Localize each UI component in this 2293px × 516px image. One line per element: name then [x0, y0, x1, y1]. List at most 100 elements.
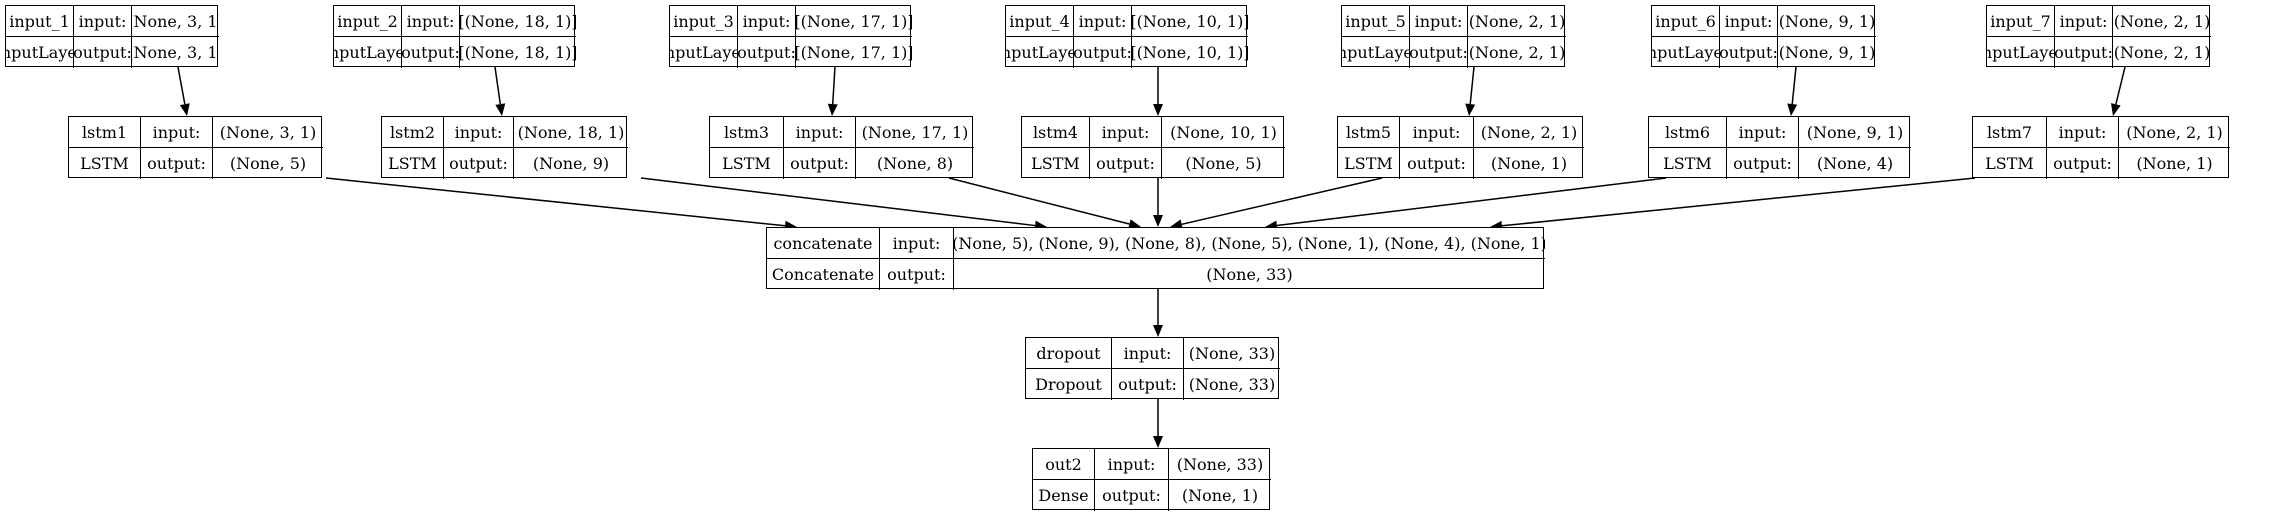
edge-input_6-to-lstm6 [1791, 66, 1797, 105]
edge-input_2-to-lstm2 [494, 66, 502, 105]
output-label: output: [1410, 37, 1468, 68]
arrowhead-icon [2110, 103, 2121, 116]
output-label: output: [1727, 148, 1799, 179]
output-label: output: [1090, 148, 1162, 179]
edge-lstm3-to-concatenate [948, 177, 1130, 225]
arrowhead-icon [1465, 103, 1476, 116]
arrowhead-icon [495, 103, 506, 116]
input-shape: (None, 9, 1) [1799, 117, 1911, 148]
output-shape: [(None, 17, 1)] [796, 43, 912, 62]
edge-lstm2-to-concatenate [640, 177, 1036, 227]
layer-name: lstm1 [69, 117, 141, 148]
edge-input_5-to-lstm5 [1469, 66, 1475, 105]
layer-name: lstm2 [382, 117, 444, 148]
output-shape: (None, 1) [2136, 154, 2213, 173]
layer-type: InputLayer [1006, 37, 1074, 68]
output-shape: (None, 33) [1188, 375, 1276, 394]
layer-name: input_6 [1652, 6, 1720, 37]
layer-name: lstm3 [710, 117, 784, 148]
layer-name: lstm4 [1022, 117, 1090, 148]
edge-input_1-to-lstm1 [177, 66, 186, 105]
input-shape: (None, 33) [1184, 338, 1280, 369]
layer-type: LSTM [1973, 148, 2047, 179]
input-shape: [(None, 10, 1)] [1132, 6, 1248, 37]
input-label: input: [141, 117, 213, 148]
layer-name: lstm6 [1649, 117, 1727, 148]
input-label: input: [402, 6, 460, 37]
input-shape: (None, 2, 1) [1474, 117, 1584, 148]
output-label: output: [738, 37, 796, 68]
arrowhead-icon [827, 103, 838, 116]
output-label: output: [784, 148, 856, 179]
edge-lstm6-to-concatenate [1276, 177, 1667, 227]
output-shape: (None, 1) [1181, 486, 1259, 505]
edge-input_3-to-lstm3 [831, 66, 836, 105]
input-shape: [(None, 17, 1)] [796, 6, 912, 37]
input-shape: [(None, 5), (None, 9), (None, 8), (None,… [954, 228, 1545, 259]
edge-lstm5-to-concatenate [1181, 177, 1383, 226]
output-label: output: [2047, 148, 2119, 179]
layer-type: LSTM [1338, 148, 1400, 179]
layer-name: input_3 [670, 6, 738, 37]
output-shape: (None, 1) [1490, 154, 1568, 173]
output-label: output: [880, 259, 954, 290]
output-shape: (None, 8) [876, 154, 954, 173]
input-label: input: [784, 117, 856, 148]
arrowhead-icon [1787, 103, 1798, 116]
layer-type: Dense [1033, 480, 1095, 511]
layer-name: lstm7 [1973, 117, 2047, 148]
layer-name: input_7 [1987, 6, 2055, 37]
layer-type: Concatenate [767, 259, 880, 290]
output-shape: (None, 5) [1185, 154, 1262, 173]
input-label: input: [1727, 117, 1799, 148]
output-shape: (None, 9) [532, 154, 610, 173]
layer-type: InputLayer [6, 37, 74, 68]
input-label: input: [1090, 117, 1162, 148]
arrowhead-icon [1153, 104, 1163, 116]
layer-name: dropout [1026, 338, 1112, 369]
output-shape: [(None, 9, 1)] [1778, 43, 1876, 62]
input-shape: [(None, 3, 1)] [132, 6, 219, 37]
arrowhead-icon [1153, 215, 1163, 227]
input-label: input: [74, 6, 132, 37]
layer-name: out2 [1033, 449, 1095, 480]
input-label: input: [2055, 6, 2113, 37]
output-label: output: [1720, 37, 1778, 68]
output-shape: [(None, 18, 1)] [460, 43, 576, 62]
layer-name: input_4 [1006, 6, 1074, 37]
input-label: input: [444, 117, 514, 148]
edge-lstm7-to-concatenate [1501, 177, 1976, 227]
output-label: output: [402, 37, 460, 68]
output-shape: [(None, 2, 1)] [2113, 43, 2211, 62]
arrowhead-icon [1128, 219, 1141, 229]
input-shape: (None, 3, 1) [213, 117, 323, 148]
layer-type: Dropout [1026, 369, 1112, 400]
layer-type: InputLayer [334, 37, 402, 68]
output-label: output: [1095, 480, 1169, 511]
output-label: output: [444, 148, 514, 179]
output-label: output: [74, 37, 132, 68]
layer-type: LSTM [1022, 148, 1090, 179]
input-shape: [(None, 2, 1)] [2113, 6, 2211, 37]
layer-type: InputLayer [670, 37, 738, 68]
layer-type: LSTM [710, 148, 784, 179]
layer-type: InputLayer [1987, 37, 2055, 68]
edge-lstm1-to-concatenate [325, 177, 786, 227]
layer-name: lstm5 [1338, 117, 1400, 148]
arrowhead-icon [1153, 325, 1163, 337]
output-shape: (None, 4) [1816, 154, 1894, 173]
